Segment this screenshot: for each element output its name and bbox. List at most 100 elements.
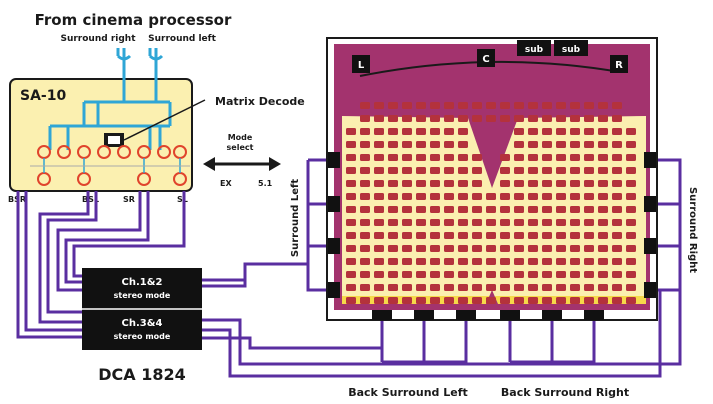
seat: [556, 271, 566, 278]
seat: [598, 232, 608, 239]
subwoofer-2: [554, 40, 588, 56]
seat: [584, 297, 594, 304]
seat: [416, 167, 426, 174]
seat: [598, 154, 608, 161]
seat: [570, 115, 580, 122]
seat: [374, 102, 384, 109]
svg-text:sub: sub: [525, 45, 544, 55]
seat: [472, 297, 482, 304]
seat: [486, 102, 496, 109]
seat: [416, 297, 426, 304]
svg-text:R: R: [615, 60, 623, 71]
seat: [626, 232, 636, 239]
seat: [612, 219, 622, 226]
seat: [374, 115, 384, 122]
mode-5-1[interactable]: 5.1: [258, 179, 273, 188]
seat: [500, 193, 510, 200]
seat: [486, 219, 496, 226]
seat: [598, 245, 608, 252]
seat: [402, 297, 412, 304]
seat: [542, 271, 552, 278]
seat: [444, 284, 454, 291]
seat: [528, 206, 538, 213]
seat: [542, 232, 552, 239]
seat: [542, 102, 552, 109]
seat: [556, 141, 566, 148]
seat: [528, 141, 538, 148]
mode-ex[interactable]: EX: [220, 179, 232, 188]
seat: [556, 284, 566, 291]
select-label: select: [227, 143, 254, 152]
seat: [626, 180, 636, 187]
seat: [584, 245, 594, 252]
seat: [626, 271, 636, 278]
speaker-l: [352, 55, 370, 73]
seat: [360, 284, 370, 291]
output-sr: SR: [123, 195, 135, 204]
back-surround-left-label: Back Surround Left: [348, 386, 468, 399]
seat: [612, 206, 622, 213]
back-surround-right-label: Back Surround Right: [501, 386, 629, 399]
mode-select-arrow[interactable]: [203, 157, 281, 171]
seat: [374, 284, 384, 291]
seat: [360, 128, 370, 135]
seat: [542, 193, 552, 200]
seat: [346, 245, 356, 252]
seat: [374, 206, 384, 213]
seat: [430, 232, 440, 239]
seat: [472, 180, 482, 187]
ch34-mode: stereo mode: [114, 332, 171, 341]
seat: [598, 141, 608, 148]
seat: [416, 245, 426, 252]
output-bsl: BSL: [82, 195, 99, 204]
seat: [612, 271, 622, 278]
seat: [458, 193, 468, 200]
seat: [444, 154, 454, 161]
seat: [528, 193, 538, 200]
seat: [514, 193, 524, 200]
seat: [430, 271, 440, 278]
surround-right-label: Surround right: [60, 34, 136, 44]
seat: [514, 206, 524, 213]
seat: [458, 258, 468, 265]
seat: [598, 102, 608, 109]
seat: [598, 180, 608, 187]
seat: [374, 245, 384, 252]
seat: [584, 115, 594, 122]
seat: [360, 206, 370, 213]
seat: [360, 258, 370, 265]
seat: [444, 180, 454, 187]
seat: [416, 102, 426, 109]
seat: [500, 206, 510, 213]
seat: [472, 219, 482, 226]
seat: [360, 167, 370, 174]
seat: [584, 167, 594, 174]
seat: [402, 206, 412, 213]
seat: [360, 193, 370, 200]
seat: [612, 141, 622, 148]
seat: [374, 232, 384, 239]
seat: [346, 128, 356, 135]
seat: [444, 128, 454, 135]
ch34-label: Ch.3&4: [122, 318, 163, 329]
seat: [612, 180, 622, 187]
seat: [402, 232, 412, 239]
seat: [514, 297, 524, 304]
seat: [570, 180, 580, 187]
seat: [584, 219, 594, 226]
seat: [570, 193, 580, 200]
seat: [416, 141, 426, 148]
seat: [528, 219, 538, 226]
seat: [444, 167, 454, 174]
seat: [444, 271, 454, 278]
seat: [388, 245, 398, 252]
seat: [458, 271, 468, 278]
seat: [346, 271, 356, 278]
seat: [416, 232, 426, 239]
seat: [430, 141, 440, 148]
seat: [360, 219, 370, 226]
seat: [472, 271, 482, 278]
seat: [388, 206, 398, 213]
seat: [472, 258, 482, 265]
seats: [346, 102, 636, 304]
